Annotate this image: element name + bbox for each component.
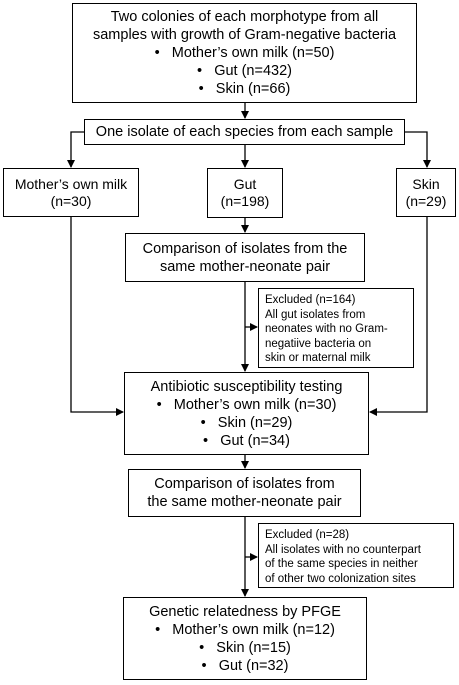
comparison-2-line-1: Comparison of isolates from <box>154 476 335 492</box>
gut-line-2: (n=198) <box>220 193 270 209</box>
excluded-2-box: Excluded (n=28) All isolates with no cou… <box>258 523 454 588</box>
pfge-bullet-skin: Skin (n=15) <box>199 639 291 657</box>
skin-box: Skin (n=29) <box>396 168 456 217</box>
start-line-1: Two colonies of each morphotype from all <box>110 9 379 25</box>
excluded-2-line-4: of other two colonization sites <box>265 572 416 585</box>
ast-box: Antibiotic susceptibility testing Mother… <box>124 372 369 455</box>
comparison-1-box: Comparison of isolates from the same mot… <box>125 233 365 282</box>
milk-line-1: Mother’s own milk <box>14 175 128 192</box>
pfge-title: Genetic relatedness by PFGE <box>149 603 341 620</box>
start-line-2: samples with growth of Gram-negative bac… <box>92 27 397 43</box>
one-isolate-text: One isolate of each species from each sa… <box>95 123 394 140</box>
excluded-2-line-3: of the same species in neither <box>265 558 418 570</box>
comparison-1-line-1: Comparison of isolates from the <box>142 240 348 257</box>
arrow-one-isolate-to-skin <box>405 131 431 168</box>
excluded-1-line-4: negatiive bacteria on <box>265 337 372 350</box>
milk-box: Mother’s own milk (n=30) <box>3 168 139 217</box>
pfge-bullet-gut: Gut (n=32) <box>202 657 289 675</box>
arrow-skin-to-ast <box>369 217 428 416</box>
milk-line-2: (n=30) <box>50 192 92 209</box>
start-bullet-gut: Gut (n=432) <box>197 62 292 80</box>
comparison-2-box: Comparison of isolates from the same mot… <box>128 469 361 517</box>
start-bullet-skin: Skin (n=66) <box>199 80 291 98</box>
ast-title: Antibiotic susceptibility testing <box>150 378 343 395</box>
start-box: Two colonies of each morphotype from all… <box>72 3 417 103</box>
comparison-1-line-2: same mother-neonate pair <box>159 258 331 275</box>
excluded-1-box: Excluded (n=164) All gut isolates from n… <box>258 288 414 368</box>
ast-bullet-skin: Skin (n=29) <box>201 414 293 432</box>
pfge-bullet-milk: Mother’s own milk (n=12) <box>155 621 335 639</box>
skin-line-2: (n=29) <box>405 192 447 209</box>
excluded-2-line-2: All isolates with no counterpart <box>265 543 421 556</box>
pfge-box: Genetic relatedness by PFGE Mother’s own… <box>123 597 367 680</box>
skin-line-1: Skin <box>412 175 440 192</box>
gut-box: Gut (n=198) <box>207 168 283 218</box>
arrow-milk-to-ast <box>70 217 124 416</box>
ast-bullet-milk: Mother’s own milk (n=30) <box>157 396 337 414</box>
gut-line-1: Gut <box>233 176 257 192</box>
start-bullet-milk: Mother’s own milk (n=50) <box>155 44 335 62</box>
arrow-one-isolate-to-milk <box>67 131 84 168</box>
comparison-2-line-2: the same mother-neonate pair <box>147 494 342 510</box>
excluded-1-line-3: neonates with no Gram- <box>265 323 388 335</box>
excluded-1-line-5: skin or maternal milk <box>265 352 371 364</box>
excluded-2-line-1: Excluded (n=28) <box>265 529 350 541</box>
ast-bullet-gut: Gut (n=34) <box>203 432 290 450</box>
excluded-1-line-1: Excluded (n=164) <box>265 294 356 306</box>
excluded-1-line-2: All gut isolates from <box>265 308 366 321</box>
one-isolate-box: One isolate of each species from each sa… <box>84 119 405 145</box>
